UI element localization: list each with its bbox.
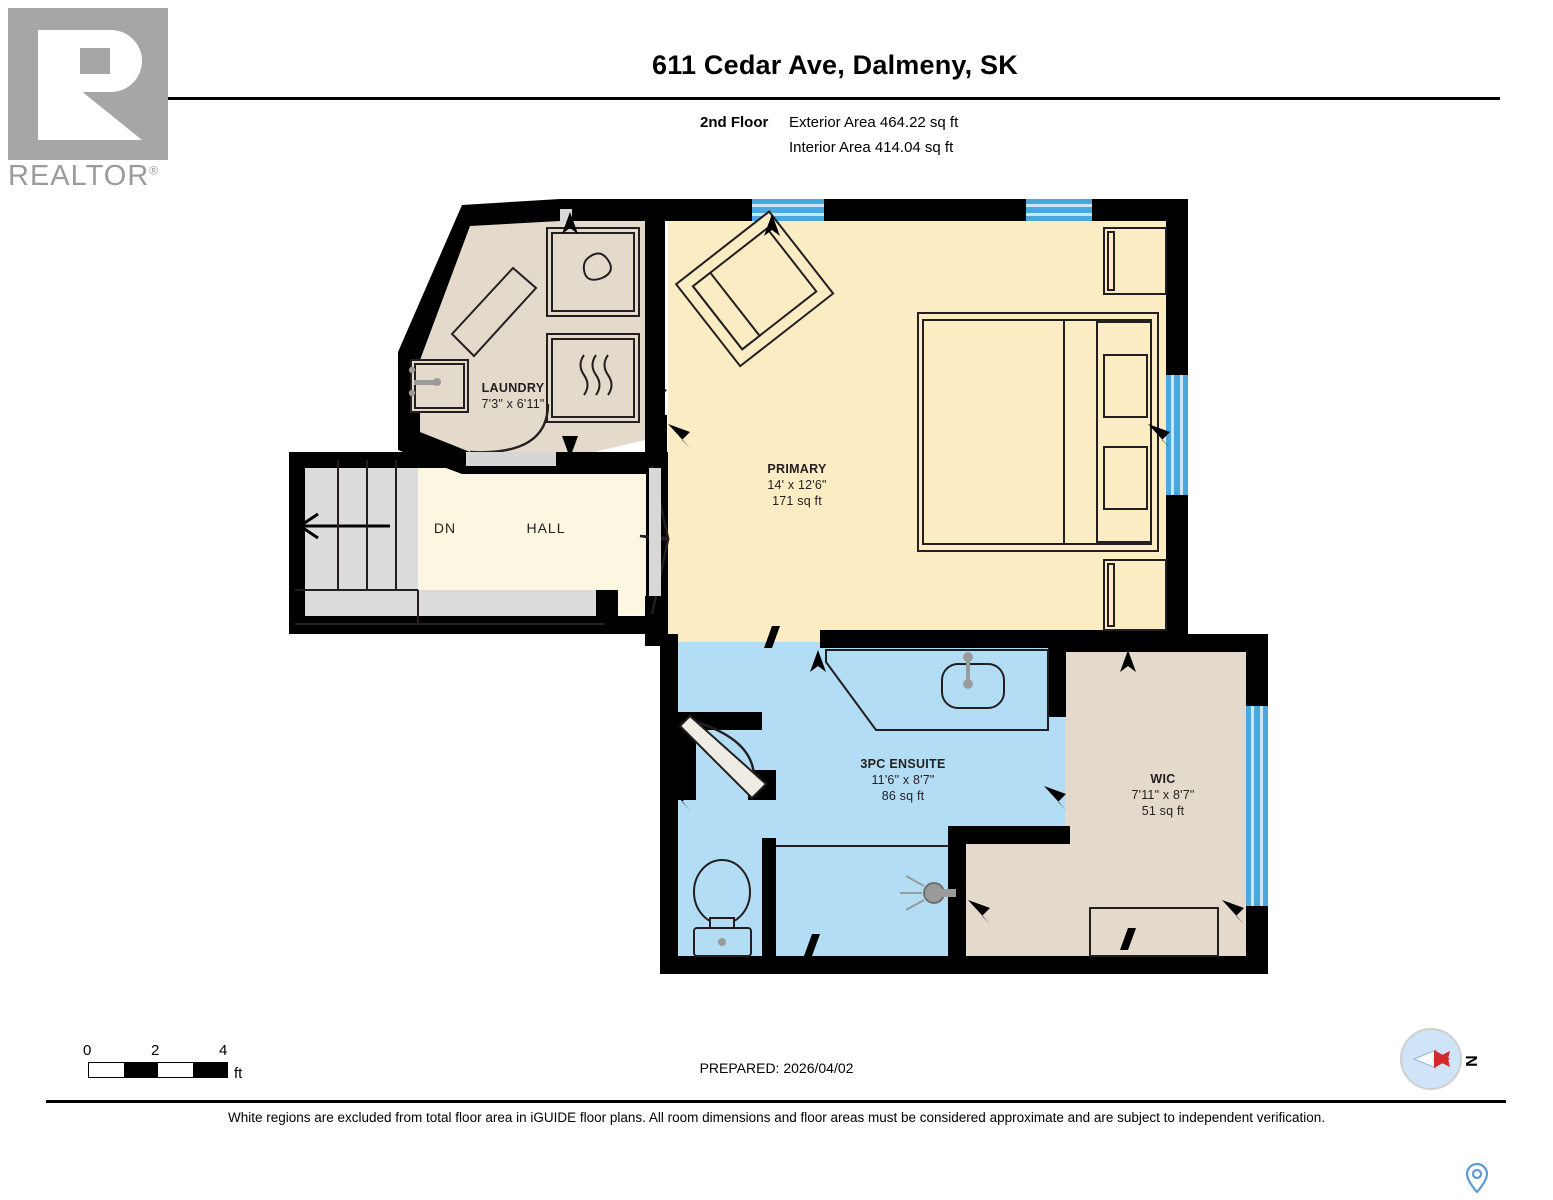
realtor-r-icon [8,8,168,160]
wic-area: 51 sq ft [1142,804,1185,818]
ensuite-dims: 11'6" x 8'7" [871,773,934,787]
map-pin-icon [1466,1163,1488,1193]
scale-tick-4: 4 [219,1042,228,1059]
primary-furniture [674,210,1167,631]
stairs-down-label: DN [434,520,456,536]
primary-name: PRIMARY [767,462,827,476]
room-label-ensuite: 3PC ENSUITE 11'6" x 8'7" 86 sq ft [860,757,945,803]
interior-area: Interior Area 414.04 sq ft [789,139,954,156]
room-label-wic: WIC 7'11" x 8'7" 51 sq ft [1131,772,1194,818]
scale-bar [88,1062,228,1078]
viewpoint-arrows [297,212,1244,956]
stair-treads [295,460,605,625]
prepared-date: PREPARED: 2026/04/02 [699,1060,854,1076]
realtor-logo: REALTOR® [8,8,188,198]
disclaimer-text: White regions are excluded from total fl… [227,1110,1326,1125]
floor-area-summary: 2nd Floor Exterior Area 464.22 sq ft Int… [700,110,958,160]
wic-shelf [1089,907,1219,957]
footer-divider [46,1100,1506,1103]
ensuite-fixtures [693,649,1049,957]
floor-plan-drawing: LAUNDRY 7'3" x 6'11" DN HALL PRIMARY 14'… [289,199,1268,974]
ensuite-name: 3PC ENSUITE [860,757,945,771]
laundry-dims: 7'3" x 6'11" [481,397,544,411]
door-symbols [469,403,768,800]
realtor-wordmark: REALTOR® [8,160,160,192]
laundry-name: LAUNDRY [482,381,545,395]
floor-label: 2nd Floor [700,114,769,131]
room-fill-wic [960,642,1262,965]
ensuite-area: 86 sq ft [882,789,925,803]
scale-tick-2: 2 [151,1042,160,1059]
scale-unit: ft [234,1065,243,1082]
wic-name: WIC [1150,772,1175,786]
hall-label: HALL [526,520,565,536]
room-label-laundry: LAUNDRY 7'3" x 6'11" [481,381,544,411]
wic-dims: 7'11" x 8'7" [1131,788,1194,802]
exterior-area: Exterior Area 464.22 sq ft [789,114,959,131]
primary-dims: 14' x 12'6" [767,478,826,492]
scale-tick-0: 0 [83,1042,92,1059]
compass-north-label: N [1461,1055,1479,1067]
room-label-primary: PRIMARY 14' x 12'6" 171 sq ft [767,462,827,508]
page-title: 611 Cedar Ave, Dalmeny, SK [652,50,1018,80]
primary-area: 171 sq ft [772,494,822,508]
compass-rose-icon [1400,1028,1462,1090]
laundry-fixtures [408,227,640,423]
title-divider [168,97,1500,100]
